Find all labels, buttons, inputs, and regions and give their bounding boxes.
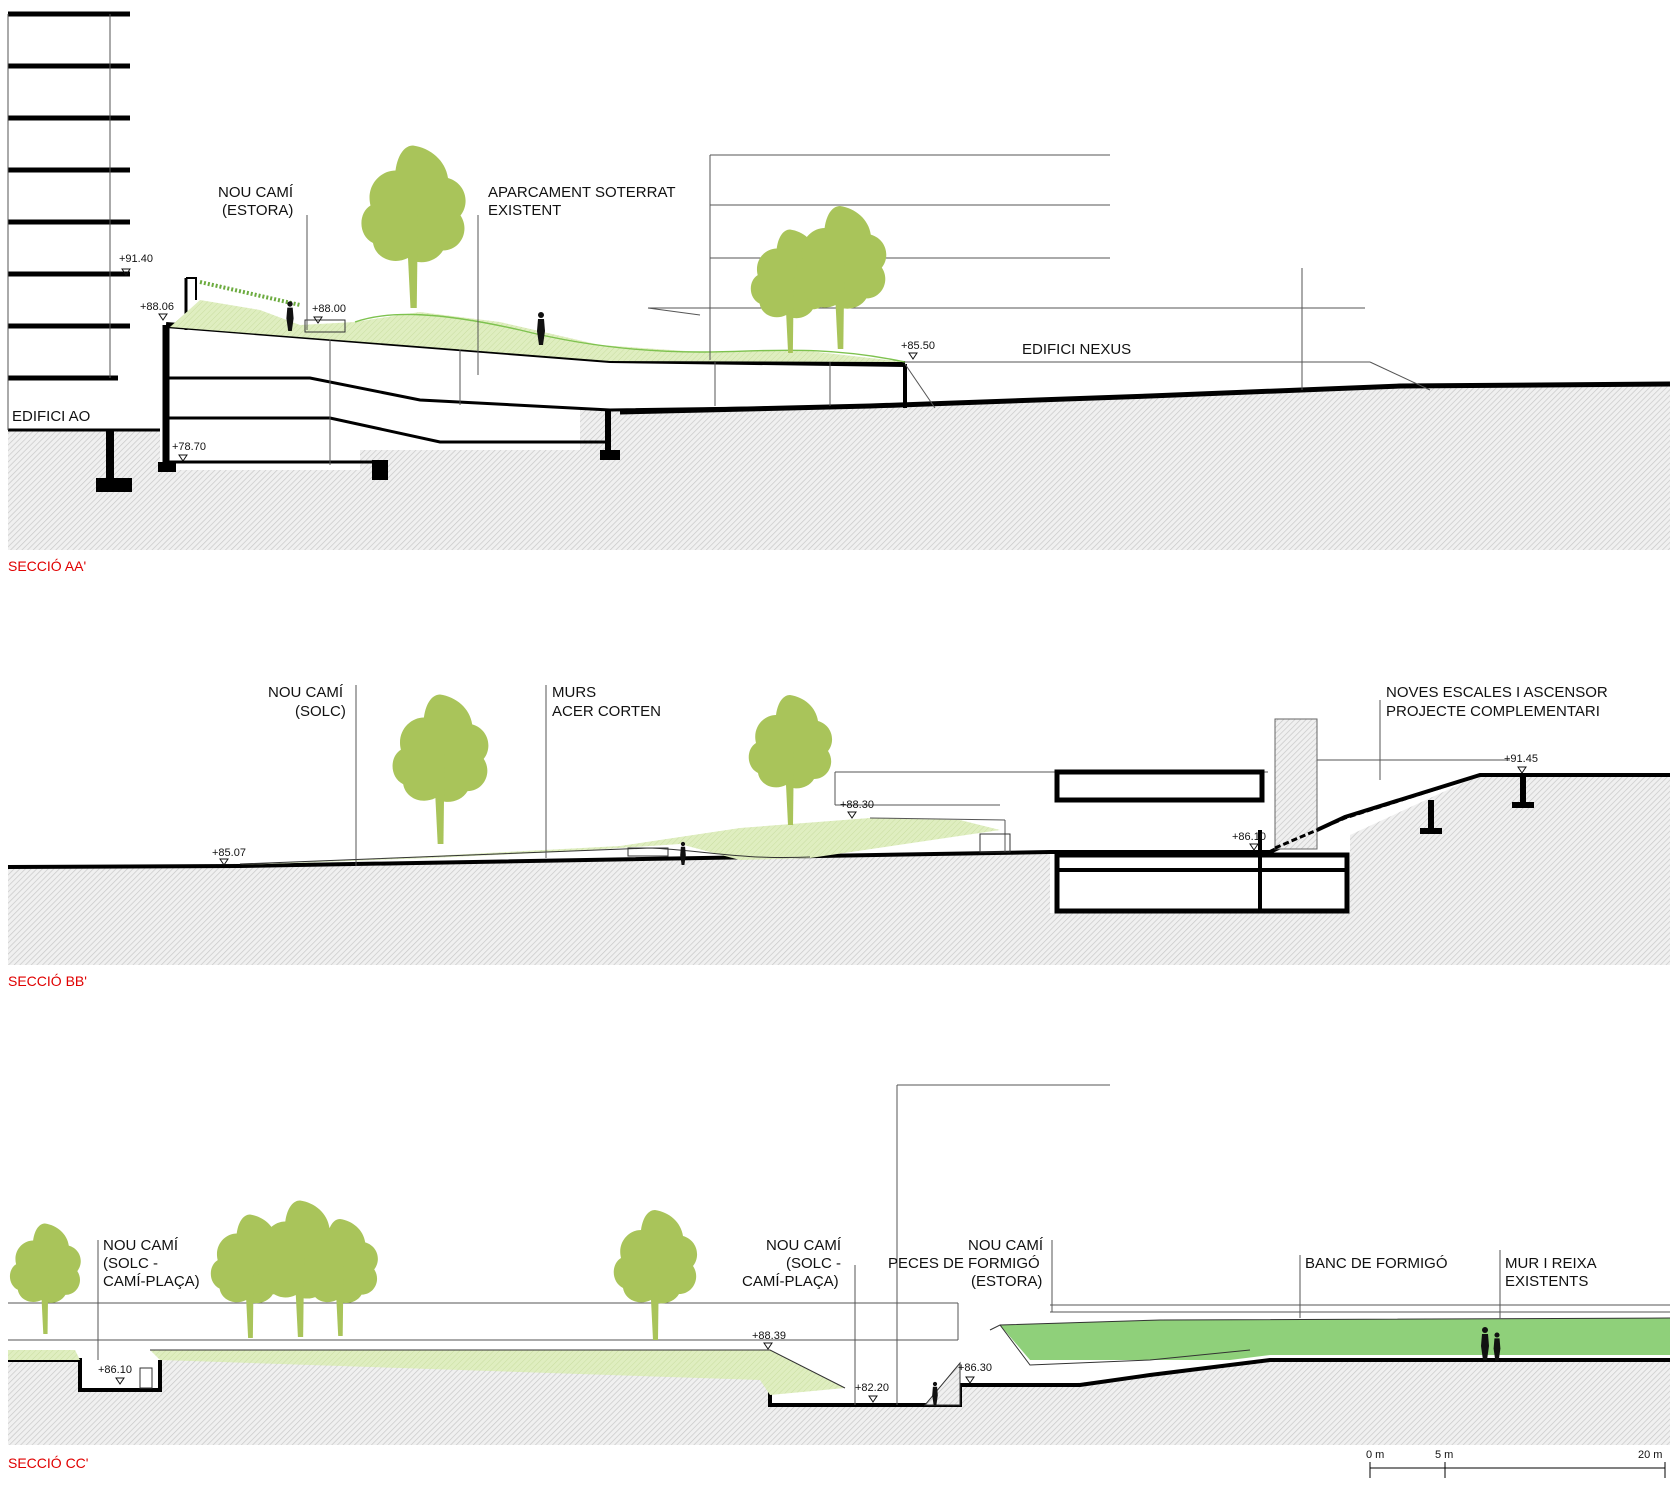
- cc-label-existents: EXISTENTS: [1505, 1273, 1588, 1290]
- cc-label-mur-reixa: MUR I REIXA: [1505, 1255, 1597, 1272]
- aa-level-8550: +85.50: [901, 340, 935, 352]
- bb-level-8830: +88.30: [840, 799, 874, 811]
- aa-level-8806: +88.06: [140, 301, 174, 313]
- aa-label-aparcament: APARCAMENT SOTERRAT: [488, 184, 676, 201]
- cc-label-peces-formigo: PECES DE FORMIGÓ: [888, 1255, 1040, 1272]
- bb-level-8507: +85.07: [212, 847, 246, 859]
- bb-label-noves-escales: NOVES ESCALES I ASCENSOR: [1386, 684, 1608, 701]
- section-cc: NOU CAMÍ (SOLC - CAMÍ-PLAÇA) NOU CAMÍ (S…: [8, 1084, 1670, 1471]
- cc-section-title: SECCIÓ CC': [8, 1455, 88, 1471]
- cc-label-estora: (ESTORA): [971, 1273, 1042, 1290]
- bb-level-9145: +91.45: [1504, 753, 1538, 765]
- aa-level-7870: +78.70: [172, 441, 206, 453]
- aa-label-nou-cami: NOU CAMÍ: [218, 184, 294, 201]
- cc-label-cami-placa-1: CAMÍ-PLAÇA): [103, 1273, 200, 1290]
- bb-label-murs: MURS: [552, 684, 596, 701]
- bb-label-projecte: PROJECTE COMPLEMENTARI: [1386, 703, 1600, 720]
- section-aa: NOU CAMÍ (ESTORA) APARCAMENT SOTERRAT EX…: [7, 11, 1670, 574]
- cc-label-nou-cami-2: NOU CAMÍ: [766, 1237, 842, 1254]
- bb-label-acer-corten: ACER CORTEN: [552, 703, 661, 720]
- bb-underground: [1054, 769, 1350, 914]
- scale-bar: 0 m 5 m 20 m: [1366, 1449, 1666, 1478]
- aa-label-edifici-ao: EDIFICI AO: [12, 408, 90, 425]
- aa-level-9140: +91.40: [119, 253, 153, 265]
- bb-label-solc: (SOLC): [295, 703, 346, 720]
- bb-section-title: SECCIÓ BB': [8, 973, 87, 989]
- cc-label-nou-cami-3: NOU CAMÍ: [968, 1237, 1044, 1254]
- scale-label-20: 20 m: [1638, 1449, 1662, 1461]
- aa-label-existent: EXISTENT: [488, 202, 561, 219]
- cc-label-banc-formigo: BANC DE FORMIGÓ: [1305, 1255, 1448, 1272]
- aa-label-edifici-nexus: EDIFICI NEXUS: [1022, 341, 1131, 358]
- bb-level-8610: +86.10: [1232, 831, 1266, 843]
- bb-label-nou-cami: NOU CAMÍ: [268, 684, 344, 701]
- cc-label-solc-1: (SOLC -: [103, 1255, 158, 1272]
- cc-level-8630: +86.30: [958, 1362, 992, 1374]
- aa-section-title: SECCIÓ AA': [8, 558, 86, 574]
- cc-label-solc-2: (SOLC -: [786, 1255, 841, 1272]
- cc-level-8610: +86.10: [98, 1364, 132, 1376]
- section-bb: NOU CAMÍ (SOLC) MURS ACER CORTEN NOVES E…: [7, 684, 1670, 989]
- scale-label-0: 0 m: [1366, 1449, 1384, 1461]
- aa-label-estora: (ESTORA): [222, 202, 293, 219]
- scale-label-5: 5 m: [1435, 1449, 1453, 1461]
- aa-level-8800: +88.00: [312, 303, 346, 315]
- edifici-ao: [7, 11, 132, 492]
- cc-level-8839: +88.39: [752, 1330, 786, 1342]
- cc-label-nou-cami-1: NOU CAMÍ: [103, 1237, 179, 1254]
- cc-level-8220: +82.20: [855, 1382, 889, 1394]
- cc-label-cami-placa-2: CAMÍ-PLAÇA): [742, 1273, 839, 1290]
